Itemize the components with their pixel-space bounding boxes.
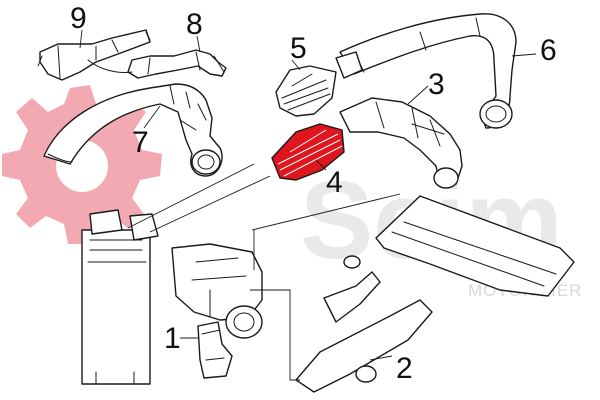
gear-icon bbox=[2, 85, 162, 244]
callout-1: 1 bbox=[164, 322, 181, 355]
part-8-hose bbox=[87, 49, 227, 79]
watermark-logo bbox=[2, 85, 162, 244]
callout-7: 7 bbox=[132, 126, 149, 159]
part-5-sleeve bbox=[275, 51, 363, 117]
part-1-connector bbox=[197, 321, 233, 379]
intercooler bbox=[81, 209, 159, 385]
callout-8: 8 bbox=[186, 8, 203, 41]
intake-manifold bbox=[375, 195, 575, 297]
part-4-highlighted-sleeve bbox=[271, 123, 345, 181]
part-7-hose bbox=[43, 83, 223, 177]
callout-5: 5 bbox=[290, 32, 307, 65]
part-9-hose bbox=[37, 29, 151, 81]
callout-2: 2 bbox=[396, 352, 413, 385]
callout-6: 6 bbox=[540, 34, 557, 67]
callout-9: 9 bbox=[70, 2, 87, 35]
part-3-intake-pipe bbox=[339, 97, 463, 189]
part-2-hose bbox=[295, 255, 433, 393]
callout-3: 3 bbox=[428, 68, 445, 101]
turbocharger bbox=[171, 243, 263, 339]
callout-4: 4 bbox=[326, 166, 343, 199]
leader-lines bbox=[79, 29, 537, 381]
